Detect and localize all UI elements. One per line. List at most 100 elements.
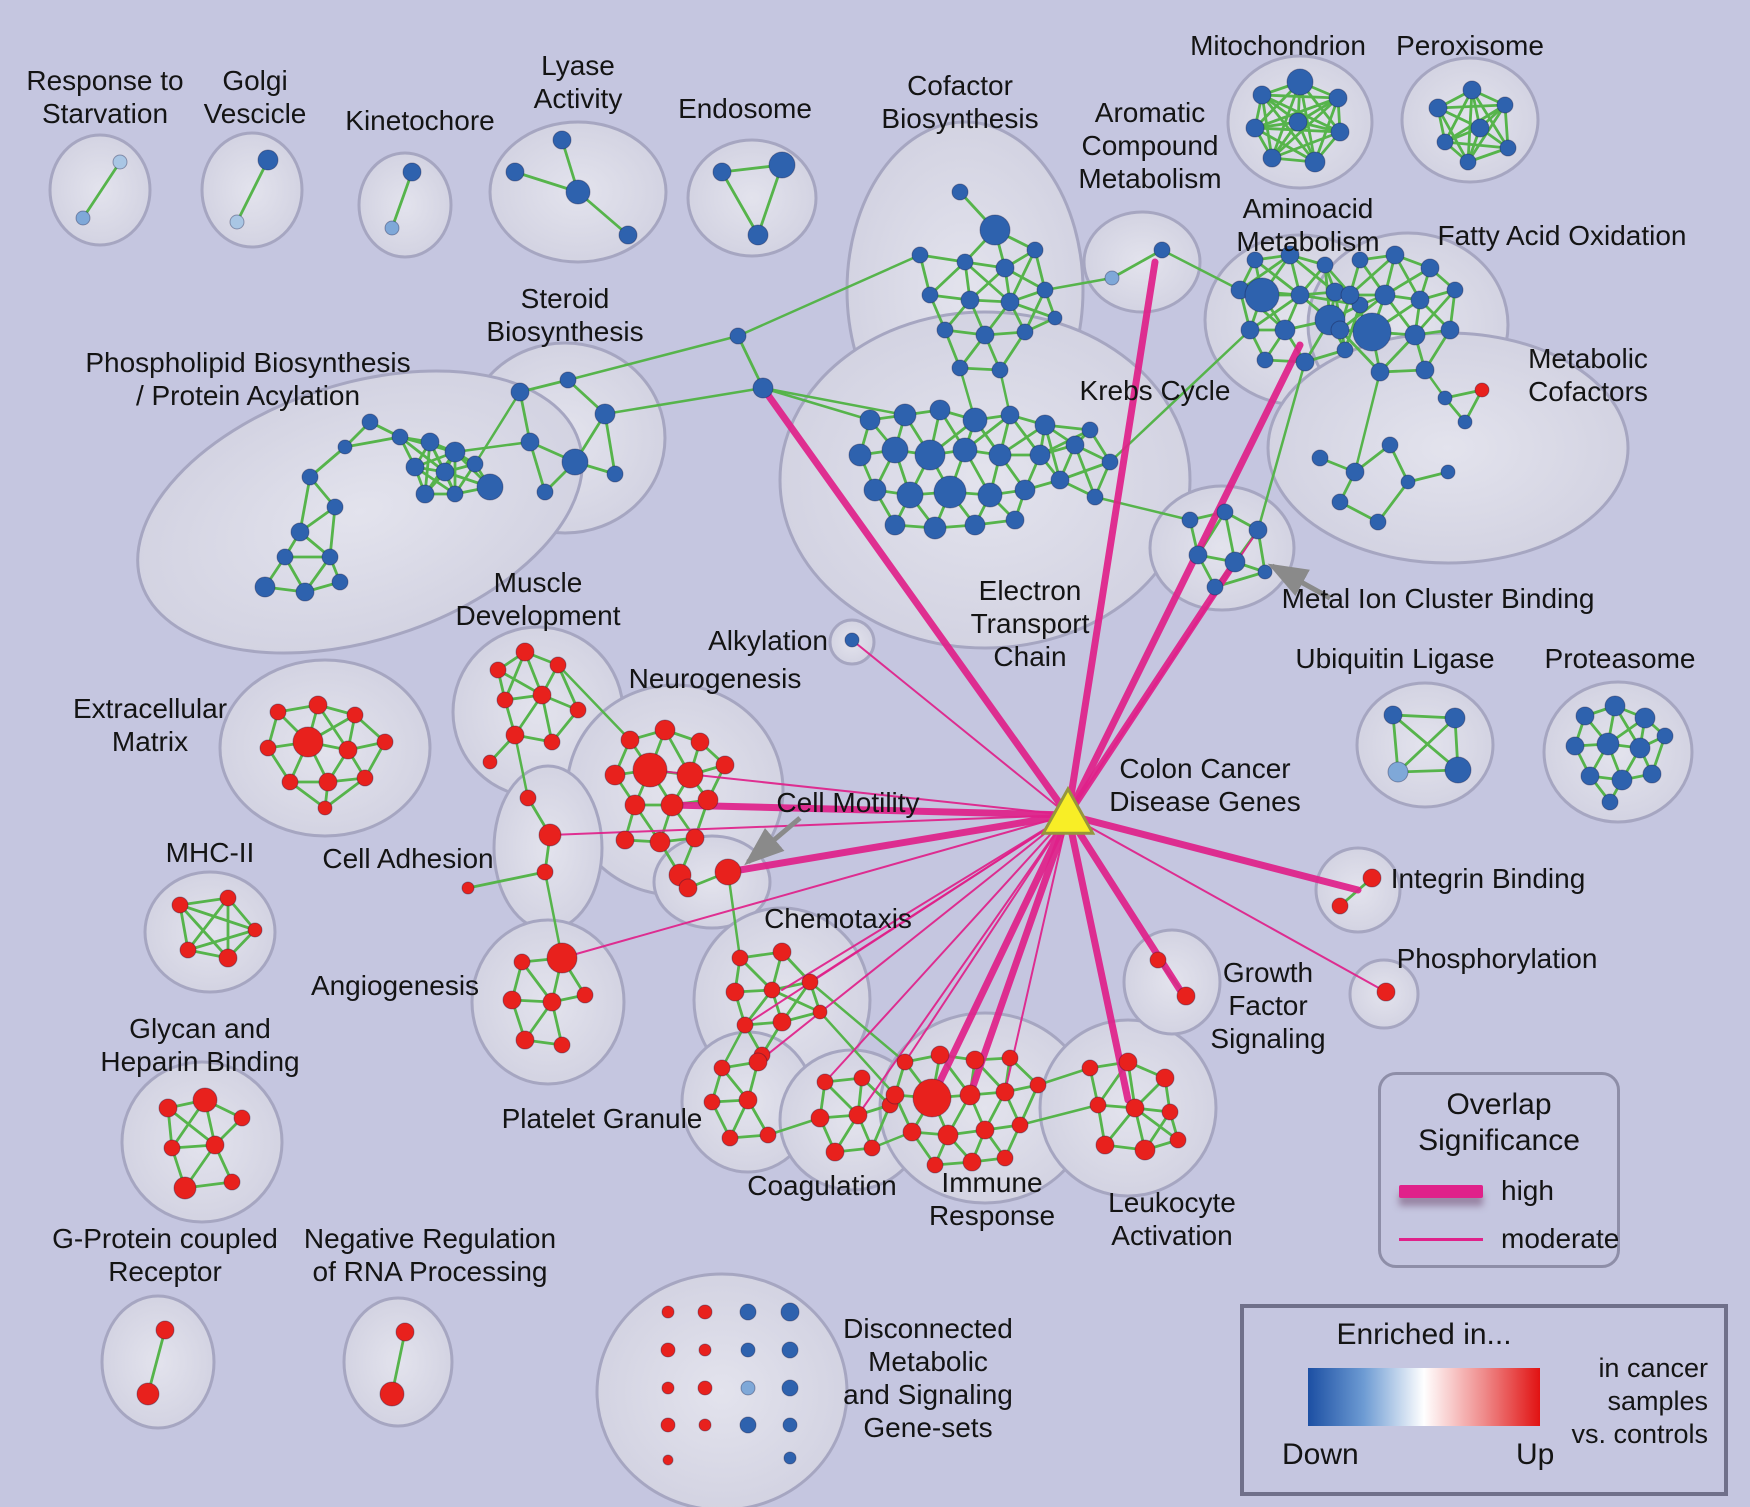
mitochondrion-edge <box>1270 96 1340 160</box>
overlap-edge-high <box>928 811 1072 1102</box>
electron-transport-chain-node <box>933 475 967 509</box>
proteasome-node <box>1611 769 1633 791</box>
overlap-edge-high <box>1064 258 1159 819</box>
phospholipid-biosynthesis-node <box>276 548 294 566</box>
cell-adhesion-node <box>519 789 537 807</box>
inter-cluster-edge <box>1018 1103 1100 1127</box>
moderate-significance-line-sample <box>1399 1237 1483 1241</box>
electron-transport-chain-node <box>962 407 988 433</box>
inter-cluster-edge <box>1353 370 1382 474</box>
extracellular-matrix-node <box>356 769 374 787</box>
disconnected-gene-sets-node <box>661 1381 675 1395</box>
steroid-biosynthesis-edge <box>603 412 617 476</box>
peroxisome-edge <box>1443 88 1474 144</box>
platelet-granule-node <box>721 1129 739 1147</box>
phospholipid-biosynthesis-edge <box>343 435 402 449</box>
electron-transport-chain-node <box>929 399 951 421</box>
enrichment-gradient-bar <box>1308 1368 1540 1426</box>
fatty-acid-oxidation-edge <box>1338 328 1382 374</box>
overlap-edge-moderate <box>781 814 1069 991</box>
aminoacid-metabolism-node <box>1336 341 1354 359</box>
proteasome-node <box>1656 727 1674 745</box>
chemotaxis-node <box>763 981 781 999</box>
disconnected-gene-sets-node <box>660 1417 676 1433</box>
overlap-edges-layer <box>549 258 1387 1116</box>
overlap-edge-moderate <box>857 814 1069 1116</box>
disconnected-gene-sets-node <box>698 1418 712 1432</box>
extracellular-matrix-ellipse <box>218 658 432 838</box>
phospholipid-biosynthesis-node <box>337 439 353 455</box>
phosphorylation-label: Phosphorylation <box>1397 943 1598 974</box>
proteasome-node <box>1580 766 1600 786</box>
cofactor-biosynthesis-edge <box>963 260 1012 304</box>
muscle-development-node <box>515 642 535 662</box>
steroid-biosynthesis-node <box>536 483 554 501</box>
metabolic-cofactors-node <box>1381 436 1399 454</box>
phospholipid-biosynthesis-node <box>391 428 409 446</box>
disconnected-gene-sets-node <box>698 1343 712 1357</box>
inter-cluster-edge <box>736 253 922 338</box>
immune-response-node <box>912 1078 952 1118</box>
electron-transport-chain-node <box>1065 435 1085 455</box>
extracellular-matrix-node <box>346 706 364 724</box>
kinetochore-node <box>402 162 422 182</box>
cofactor-biosynthesis-edge <box>928 260 967 297</box>
cell-motility-ellipse <box>652 834 772 930</box>
cofactor-biosynthesis-node <box>1000 292 1020 312</box>
extracellular-matrix-node <box>308 695 328 715</box>
cell-adhesion-node <box>461 881 475 895</box>
metabolic-cofactors-node <box>1457 414 1473 430</box>
platelet-granule-node <box>713 1059 731 1077</box>
pointer-arrow <box>744 816 802 866</box>
aminoacid-metabolism-node <box>1240 320 1260 340</box>
cofactor-biosynthesis-node <box>921 286 939 304</box>
endosome-node <box>768 151 796 179</box>
platelet-granule-node <box>703 1093 721 1111</box>
overlap-edge-moderate <box>744 814 1069 1026</box>
electron-transport-chain-node <box>914 439 946 471</box>
aromatic-compound-metabolism-node <box>1104 270 1120 286</box>
kinetochore-edge <box>390 170 414 230</box>
electron-transport-chain-node <box>1029 444 1051 466</box>
mhc-ii-node <box>218 948 238 968</box>
coagulation-node <box>848 1105 868 1125</box>
glycan-heparin-binding-node <box>173 1176 197 1200</box>
electron-transport-chain-node <box>884 514 906 536</box>
overlap-edge-moderate <box>649 769 1069 816</box>
neurogenesis-node <box>604 764 626 786</box>
immune-response-node <box>930 1045 950 1065</box>
electron-transport-chain-node <box>1101 453 1119 471</box>
fatty-acid-oxidation-node <box>1440 320 1460 340</box>
endosome-node <box>747 224 769 246</box>
proteasome-node <box>1604 695 1626 717</box>
leukocyte-activation-node <box>1155 1068 1175 1088</box>
phospholipid-biosynthesis-node <box>326 498 344 516</box>
aminoacid-metabolism-edge <box>1253 258 1302 297</box>
ubiquitin-ligase-label: Ubiquitin Ligase <box>1295 643 1494 674</box>
peroxisome-edge <box>1436 106 1470 164</box>
lyase-activity-node <box>618 225 638 245</box>
angiogenesis-node <box>546 942 578 974</box>
phospholipid-biosynthesis-edge <box>298 475 312 534</box>
coagulation-label: Coagulation <box>747 1170 896 1201</box>
overlap-edge-high <box>1064 811 1132 1104</box>
inter-cluster-edge <box>566 334 740 382</box>
cofactor-biosynthesis-node <box>1036 281 1054 299</box>
fatty-acid-oxidation-node <box>1374 284 1396 306</box>
phospholipid-biosynthesis-node <box>444 441 466 463</box>
coagulation-node <box>863 1139 881 1157</box>
inter-cluster-edge <box>761 386 872 422</box>
cofactor-biosynthesis-node <box>1026 241 1044 259</box>
metabolic-cofactors-node <box>1400 474 1416 490</box>
legend-enriched-title: Enriched in... <box>1336 1318 1512 1351</box>
coagulation-node <box>816 1073 834 1091</box>
phospholipid-biosynthesis-edge <box>328 505 337 559</box>
overlap-edge-moderate <box>1067 814 1387 993</box>
